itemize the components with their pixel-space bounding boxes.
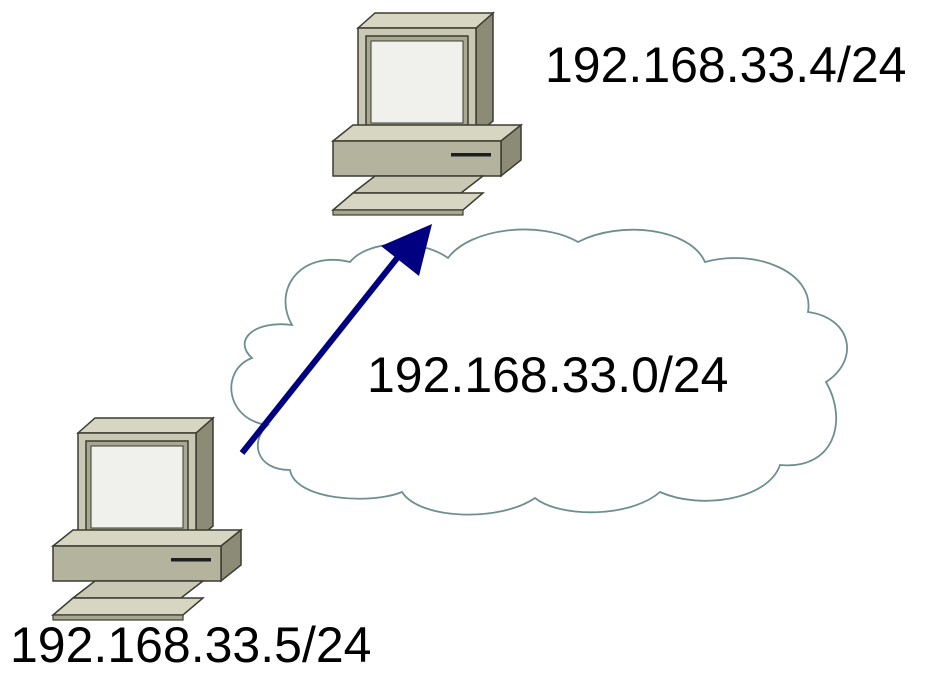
connection-arrow-line	[239, 255, 401, 455]
source-computer-icon	[52, 417, 242, 621]
arrowhead-icon	[381, 224, 432, 276]
destination-computer-icon	[332, 12, 522, 216]
cloud-icon	[230, 228, 848, 516]
destination-ip-label: 192.168.33.4/24	[545, 37, 907, 93]
source-ip-label: 192.168.33.5/24	[10, 617, 372, 673]
network-ip-label: 192.168.33.0/24	[367, 347, 729, 403]
